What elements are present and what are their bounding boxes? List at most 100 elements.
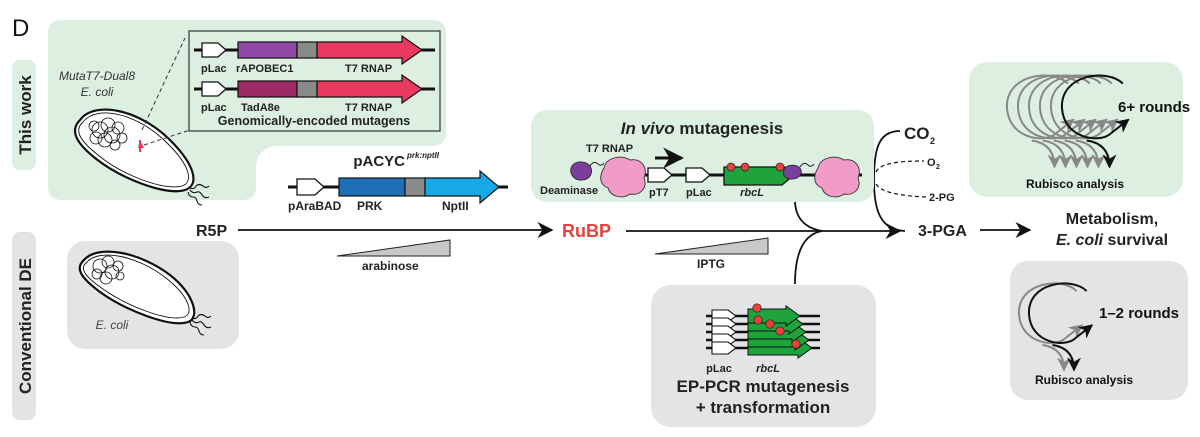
construct-tada8e: pLac TadA8e T7 RNAP [194,73,435,114]
gene-label: TadA8e [241,102,280,114]
title-rest: mutagenesis [675,119,784,138]
promoter-icon [201,81,227,97]
nucleoid-icon [91,255,125,285]
co2-label: CO [904,124,930,143]
gene-label: rbcL [756,363,780,375]
promoter-icon [296,178,325,196]
nucleoid-icon [88,117,128,151]
promoter-label: pAraBAD [288,199,342,213]
pt7-promoter-icon [647,167,673,183]
outcome-line2: E. coli survival [1056,232,1168,249]
row-label-bg [12,232,36,420]
t7-polymerase-icon [814,156,860,198]
mutation-dot [791,339,801,349]
rounds-panel-bg [1010,261,1188,400]
linker [404,177,426,197]
t7rnap-gene [316,34,424,66]
outcome-rest: survival [1103,232,1168,249]
promoter2-label: pLac [686,187,712,199]
inset-caption: Genomically-encoded mutagens [218,114,410,128]
deaminase-icon [782,164,802,180]
ep-pcr-panel: pLac rbcL EP-PCR mutagenesis + transform… [651,285,876,427]
iptg-gradient [654,237,769,255]
row-label-this-work: This work [12,60,36,170]
tada8e-gene [237,80,298,98]
in-vivo-mutagenesis-panel: In vivo mutagenesis T7 RNAP Deaminase pT… [531,110,874,202]
strain-organism: E. coli [81,85,114,99]
co2-subscript: 2 [930,136,935,146]
intermediate-rubp: RuBP [562,221,611,241]
plasmid-name: pACYC [353,153,405,170]
cell-inner-membrane [83,254,190,319]
mutation-dot [765,319,775,329]
mutation-dot [775,326,785,336]
linker [296,41,318,59]
mutation-dot [752,303,762,313]
mutation-dot [726,162,736,172]
outcome-line1: Metabolism, [1066,211,1158,228]
flagella-icon [189,313,212,336]
strain-organism: E. coli [96,318,129,332]
row-label-bg [12,60,36,170]
row-label-text: Conventional DE [16,258,35,394]
plasmid-pacyc: pACYC prk:nptII pAraBAD PRK NptII [288,151,508,213]
inducer-iptg: IPTG [697,257,725,271]
analysis-arrow [1031,139,1062,169]
prk-gene [338,177,406,197]
cell-membrane [73,108,195,193]
o2-subscript: 2 [936,164,940,171]
analysis-arrow [1052,344,1081,372]
construct-rapobec1: pLac rAPOBEC1 T7 RNAP [194,34,435,75]
ep-pcr-line2: + transformation [696,398,831,417]
mutation-dot [753,315,763,325]
deaminase-label: Deaminase [540,185,598,197]
cell-inner-membrane [78,112,189,188]
analysis-label: Rubisco analysis [1026,177,1124,191]
ep-pcr-line1: EP-PCR mutagenesis [677,377,850,396]
promoter1-label: pT7 [649,187,669,199]
rounds-conventional-panel: 1–2 rounds Rubisco analysis [1010,261,1188,400]
mutagen-constructs-inset: pLac rAPOBEC1 T7 RNAP pLac TadA8e T7 RNA… [188,30,441,132]
rapobec1-gene [237,41,298,59]
rounds-label: 6+ rounds [1118,99,1190,116]
rounds-loops [1005,74,1130,169]
rounds-label: 1–2 rounds [1099,305,1179,322]
gene-label: rbcL [740,187,764,199]
round-loop [1060,74,1124,140]
conventional-cell-panel: E. coli [67,241,239,349]
t7rnap-gene [316,73,424,105]
nptii-gene [424,169,500,205]
analysis-arrow [1064,139,1095,169]
rounds-loops [1017,282,1094,372]
cell-membrane [78,250,196,325]
mutation-dot [740,162,750,172]
co2-curve [873,130,906,232]
ep-pcr-merge-curve [794,230,823,285]
next-round-arrow [1075,324,1094,339]
mutation-dot [775,162,785,172]
plac-promoter-icon [685,167,711,183]
pathway: R5P arabinose RuBP IPTG CO 2 O 2 2-PG 3-… [196,124,1168,285]
deaminase-icon [570,161,592,181]
rounds-this-work-panel: 6+ rounds Rubisco analysis [969,62,1190,197]
substrate-r5p: R5P [196,223,227,240]
row-label-conventional: Conventional DE [12,232,36,420]
strain-name: MutaT7-Dual8 [59,69,135,83]
row-label-text: This work [16,75,35,155]
2pg-dashed-curve [875,183,927,198]
promoter-label: pLac [201,63,227,75]
plasmid-library [706,303,820,359]
fusion-label: T7 RNAP [345,102,392,114]
promoter-icon [201,42,227,58]
ep-pcr-panel-bg [651,285,876,427]
gene2-label: NptII [442,199,469,213]
analysis-arrow [1053,139,1084,169]
arabinose-gradient [336,239,451,257]
panel-label: D [12,15,29,42]
in-vivo-merge-curve [794,199,823,232]
plasmid-superscript: prk:nptII [406,151,440,160]
analysis-arrow [1075,139,1106,169]
next-round-arrow [1110,118,1130,134]
polymerase-label: T7 RNAP [586,143,633,155]
